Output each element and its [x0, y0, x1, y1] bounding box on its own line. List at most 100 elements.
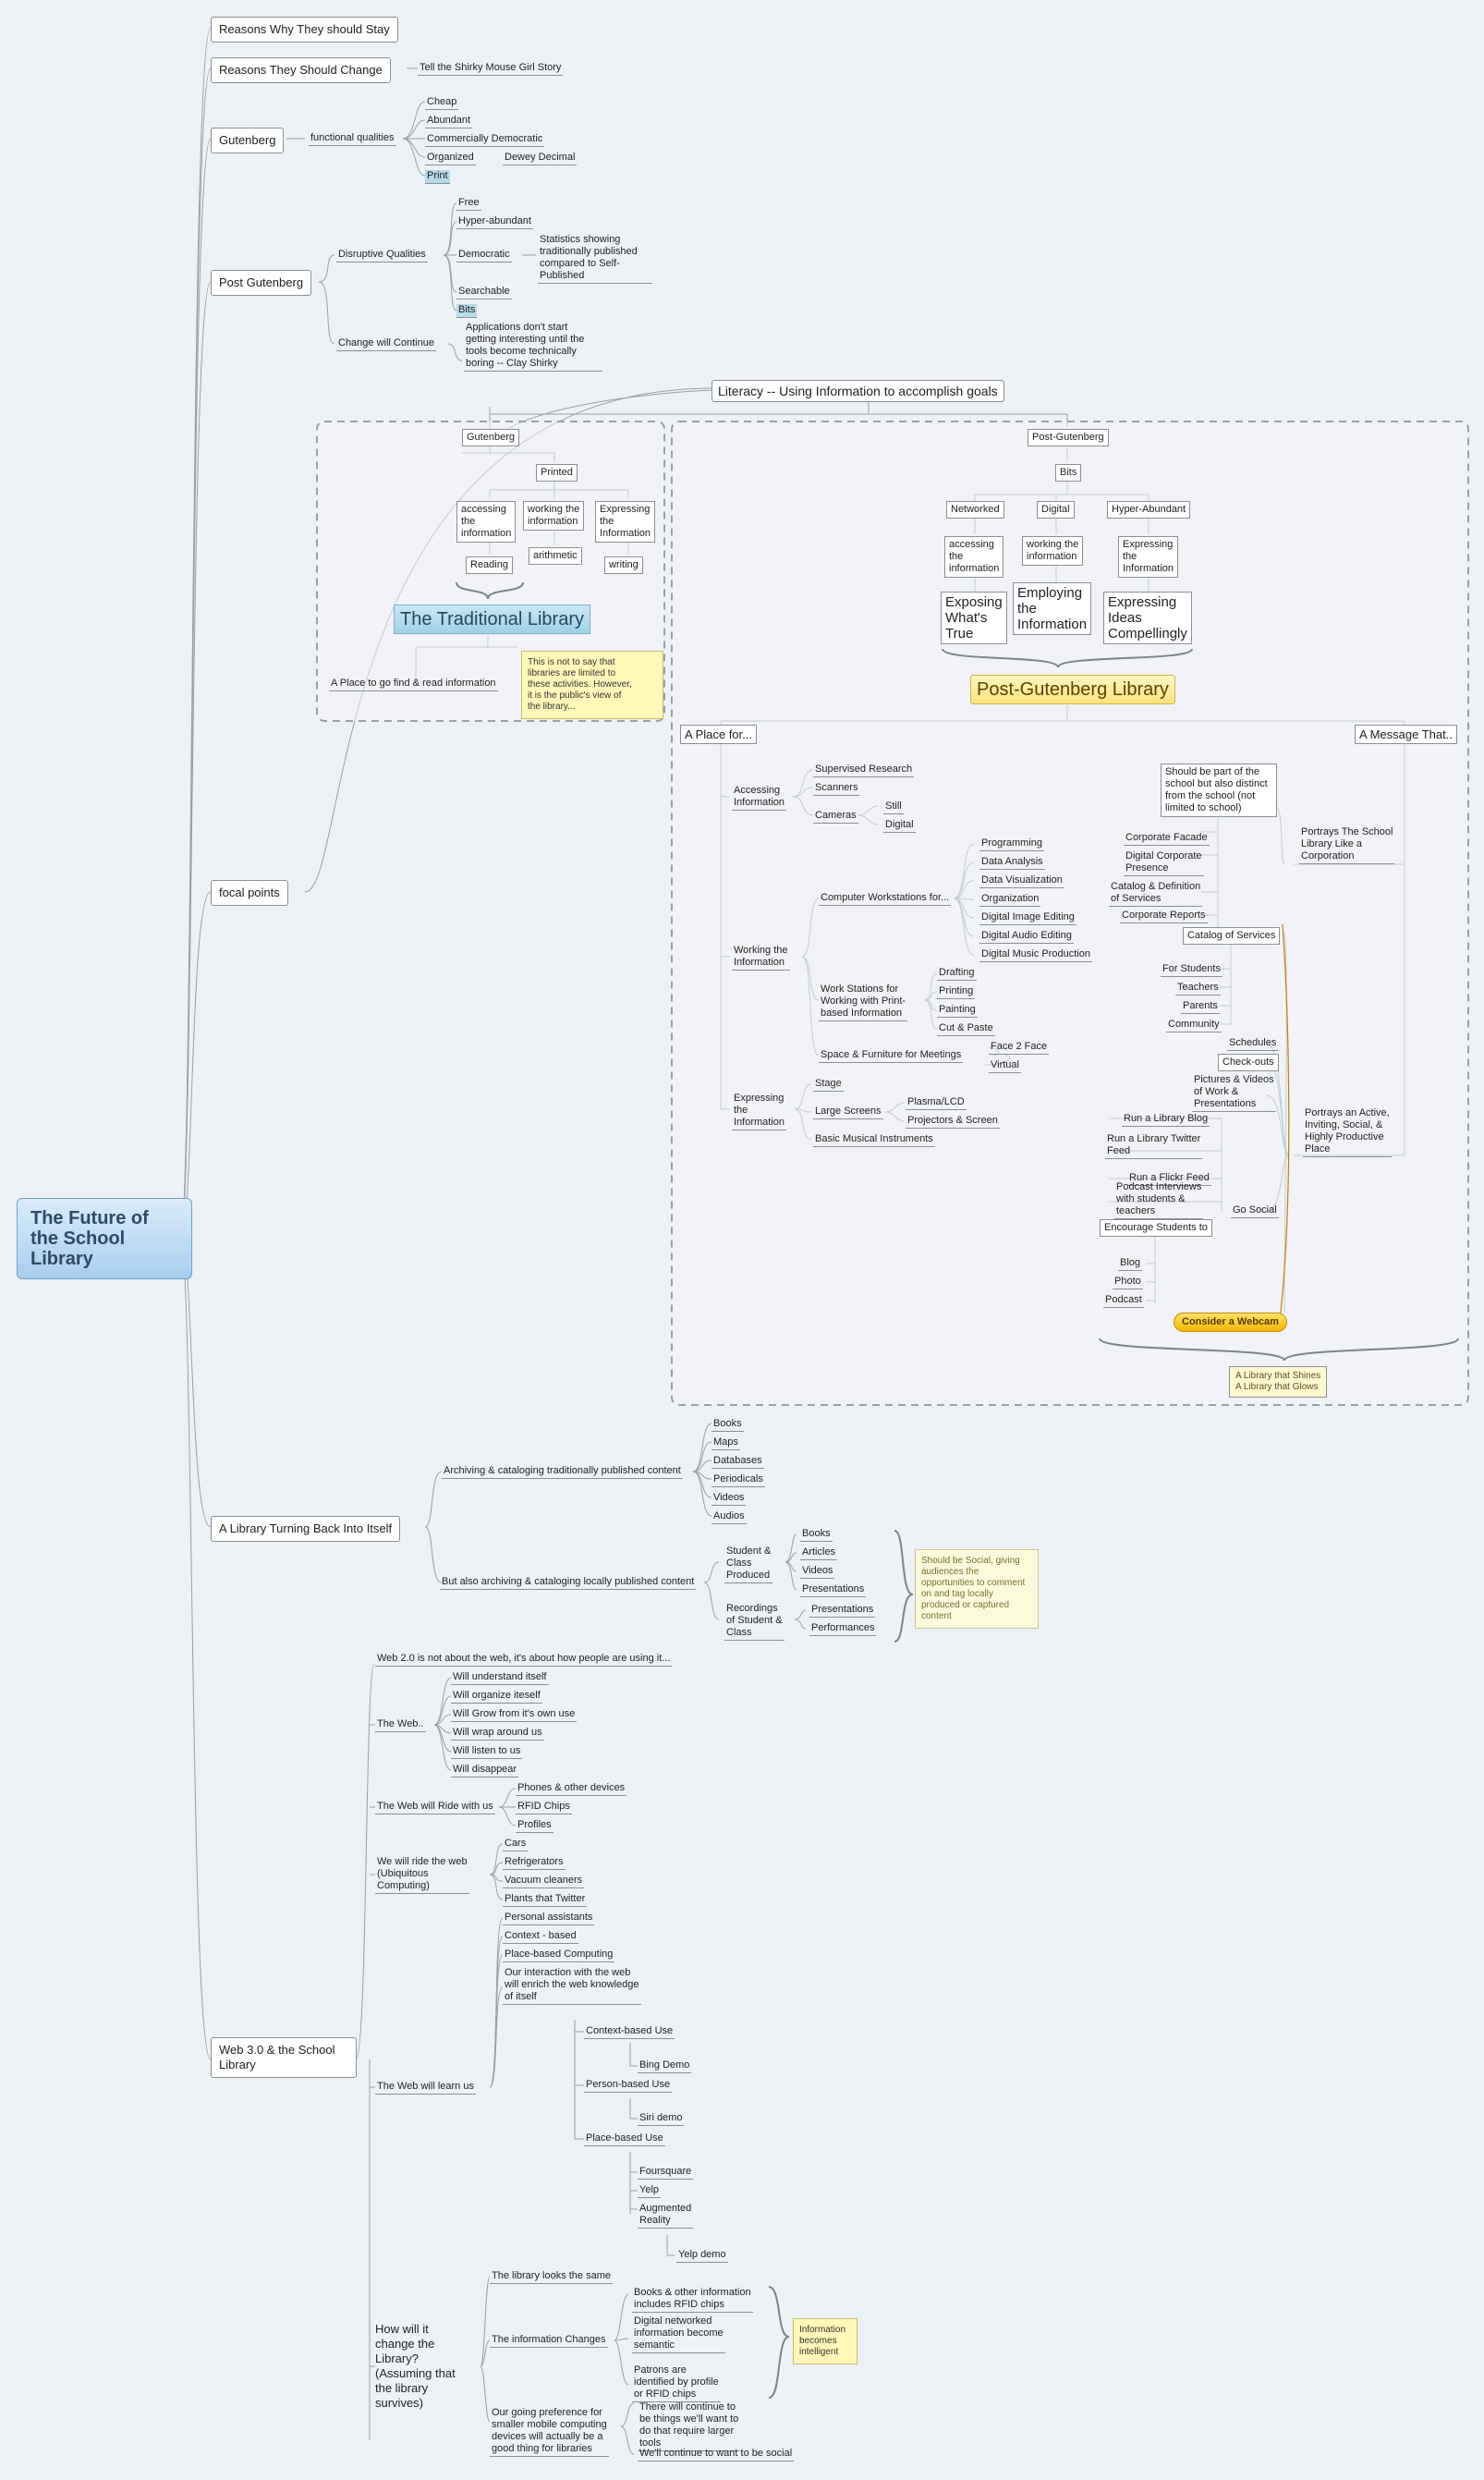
- place-ar[interactable]: Augmented Reality: [638, 2203, 694, 2229]
- trad-note[interactable]: This is not to say that libraries are li…: [521, 651, 663, 719]
- ride-profiles[interactable]: Profiles: [516, 1819, 553, 1833]
- tw-understand[interactable]: Will understand itself: [451, 1671, 549, 1685]
- ubiquitous[interactable]: We will ride the web (Ubiquitous Computi…: [375, 1856, 469, 1894]
- tw-disappear[interactable]: Will disappear: [451, 1764, 519, 1778]
- cw-image-editing[interactable]: Digital Image Editing: [979, 911, 1077, 925]
- accessing-information[interactable]: Accessing Information: [732, 785, 787, 811]
- the-web[interactable]: The Web..: [375, 1718, 426, 1732]
- siri-demo[interactable]: Siri demo: [638, 2112, 685, 2126]
- corp-digital-presence[interactable]: Digital Corporate Presence: [1124, 850, 1204, 876]
- pw-painting[interactable]: Painting: [937, 1004, 978, 1018]
- yelp-demo[interactable]: Yelp demo: [676, 2249, 728, 2263]
- employing-info[interactable]: Employing the Information: [1013, 582, 1092, 635]
- tw-listen[interactable]: Will listen to us: [451, 1745, 523, 1759]
- topic-web3[interactable]: Web 3.0 & the School Library: [211, 2037, 357, 2078]
- archiving-traditional[interactable]: Archiving & cataloging traditionally pub…: [442, 1465, 683, 1479]
- learn-place[interactable]: Place-based Computing: [503, 1949, 615, 1962]
- s-videos[interactable]: Videos: [800, 1565, 835, 1579]
- learn-context[interactable]: Context - based: [503, 1930, 578, 1944]
- cat-students[interactable]: For Students: [1161, 963, 1222, 977]
- pg-item-bits[interactable]: Bits: [456, 304, 478, 318]
- cw-data-visualization[interactable]: Data Visualization: [979, 874, 1064, 888]
- archiving-local[interactable]: But also archiving & cataloging locally …: [440, 1576, 697, 1590]
- cw-music-production[interactable]: Digital Music Production: [979, 948, 1092, 962]
- tw-grow[interactable]: Will Grow from it's own use: [451, 1708, 578, 1722]
- intelligent-note[interactable]: Information becomes intelligent: [793, 2318, 858, 2364]
- statistics-note[interactable]: Statistics showing traditionally publish…: [538, 234, 652, 284]
- trad-accessing[interactable]: accessing the information: [456, 501, 517, 543]
- how-change[interactable]: How will it change the Library? (Assumin…: [375, 2322, 456, 2410]
- encourage-students[interactable]: Encourage Students to: [1100, 1219, 1212, 1237]
- post-networked[interactable]: Networked: [946, 501, 1004, 519]
- arch-databases[interactable]: Databases: [712, 1455, 764, 1469]
- expressing-ideas[interactable]: Expressing Ideas Compellingly: [1103, 592, 1192, 644]
- trad-printed[interactable]: Printed: [536, 464, 578, 482]
- topic-gutenberg[interactable]: Gutenberg: [211, 128, 285, 153]
- ic-digital[interactable]: Digital networked information become sem…: [632, 2315, 725, 2353]
- pw-cut-paste[interactable]: Cut & Paste: [937, 1022, 995, 1036]
- cw-audio-editing[interactable]: Digital Audio Editing: [979, 930, 1074, 944]
- go-social[interactable]: Go Social: [1231, 1204, 1279, 1218]
- change-continue[interactable]: Change will Continue: [336, 337, 436, 351]
- portrays-active[interactable]: Portrays an Active, Inviting, Social, & …: [1303, 1107, 1392, 1157]
- meetings-face[interactable]: Face 2 Face: [989, 1041, 1050, 1055]
- pw-printing[interactable]: Printing: [937, 985, 976, 999]
- trad-expressing[interactable]: Expressing the Information: [595, 501, 656, 543]
- cw-organization[interactable]: Organization: [979, 893, 1041, 907]
- learn-interaction[interactable]: Our interaction with the web will enrich…: [503, 1967, 641, 2005]
- mobile-preference[interactable]: Our going preference for smaller mobile …: [490, 2407, 609, 2457]
- run-twitter[interactable]: Run a Library Twitter Feed: [1105, 1133, 1203, 1159]
- s-articles[interactable]: Articles: [800, 1546, 838, 1560]
- screen-projectors[interactable]: Projectors & Screen: [906, 1115, 1000, 1129]
- place-use[interactable]: Place-based Use: [584, 2132, 665, 2146]
- cat-teachers[interactable]: Teachers: [1175, 982, 1221, 996]
- clay-shirky-quote[interactable]: Applications don't start getting interes…: [464, 322, 602, 372]
- should-be-part[interactable]: Should be part of the school but also di…: [1161, 764, 1277, 817]
- trad-working[interactable]: working the information: [523, 501, 585, 531]
- consider-webcam[interactable]: Consider a Webcam: [1174, 1313, 1287, 1332]
- library-shines[interactable]: A Library that Shines A Library that Glo…: [1229, 1366, 1328, 1398]
- ride-rfid[interactable]: RFID Chips: [516, 1801, 572, 1814]
- topic-post-gutenberg[interactable]: Post Gutenberg: [211, 270, 312, 296]
- g-item-cheap[interactable]: Cheap: [425, 96, 459, 110]
- pg-item-searchable[interactable]: Searchable: [456, 286, 512, 299]
- topic-reasons-change[interactable]: Reasons They Should Change: [211, 57, 391, 83]
- topic-focal-points[interactable]: focal points: [211, 880, 288, 906]
- message-that[interactable]: A Message That..: [1355, 725, 1457, 744]
- trad-arithmetic[interactable]: arithmetic: [529, 547, 582, 565]
- place-foursquare[interactable]: Foursquare: [638, 2166, 694, 2180]
- web-ride[interactable]: The Web will Ride with us: [375, 1801, 495, 1814]
- pw-drafting[interactable]: Drafting: [937, 967, 977, 981]
- cw-programming[interactable]: Programming: [979, 837, 1045, 851]
- literacy-title[interactable]: Literacy -- Using Information to accompl…: [712, 380, 1004, 402]
- podcast-interviews[interactable]: Podcast Interviews with students & teach…: [1114, 1181, 1204, 1219]
- cat-parents[interactable]: Parents: [1181, 1000, 1220, 1014]
- trad-reading[interactable]: Reading: [466, 556, 513, 574]
- root-topic[interactable]: The Future of the School Library: [17, 1198, 192, 1279]
- expr-large-screens[interactable]: Large Screens: [813, 1106, 883, 1119]
- s-books[interactable]: Books: [800, 1528, 833, 1542]
- post-expressing[interactable]: Expressing the Information: [1118, 536, 1179, 578]
- r-presentations[interactable]: Presentations: [809, 1604, 876, 1618]
- info-changes[interactable]: The information Changes: [490, 2334, 608, 2348]
- ic-patrons[interactable]: Patrons are identified by profile or RFI…: [632, 2364, 721, 2402]
- web20-quote[interactable]: Web 2.0 is not about the web, it's about…: [375, 1653, 673, 1667]
- r-performances[interactable]: Performances: [809, 1622, 877, 1636]
- corp-facade[interactable]: Corporate Facade: [1124, 832, 1210, 846]
- learn-assistants[interactable]: Personal assistants: [503, 1912, 595, 1925]
- checkouts[interactable]: Check-outs: [1218, 1054, 1279, 1071]
- trad-gutenberg[interactable]: Gutenberg: [462, 429, 519, 446]
- place-yelp[interactable]: Yelp: [638, 2184, 662, 2198]
- recordings[interactable]: Recordings of Student & Class: [724, 1603, 785, 1641]
- g-item-democratic[interactable]: Commercially Democratic: [425, 133, 545, 147]
- post-hyper[interactable]: Hyper-Abundant: [1107, 501, 1191, 519]
- tw-wrap[interactable]: Will wrap around us: [451, 1727, 544, 1741]
- corp-catalog-definition[interactable]: Catalog & Definition of Services: [1109, 881, 1203, 907]
- s-presentations[interactable]: Presentations: [800, 1583, 867, 1597]
- expr-musical[interactable]: Basic Musical Instruments: [813, 1133, 935, 1147]
- place-for[interactable]: A Place for...: [680, 725, 757, 744]
- disruptive-qualities[interactable]: Disruptive Qualities: [336, 249, 428, 263]
- arch-videos[interactable]: Videos: [712, 1492, 747, 1506]
- space-furniture[interactable]: Space & Furniture for Meetings: [819, 1049, 964, 1063]
- catalog-of-services[interactable]: Catalog of Services: [1183, 927, 1281, 945]
